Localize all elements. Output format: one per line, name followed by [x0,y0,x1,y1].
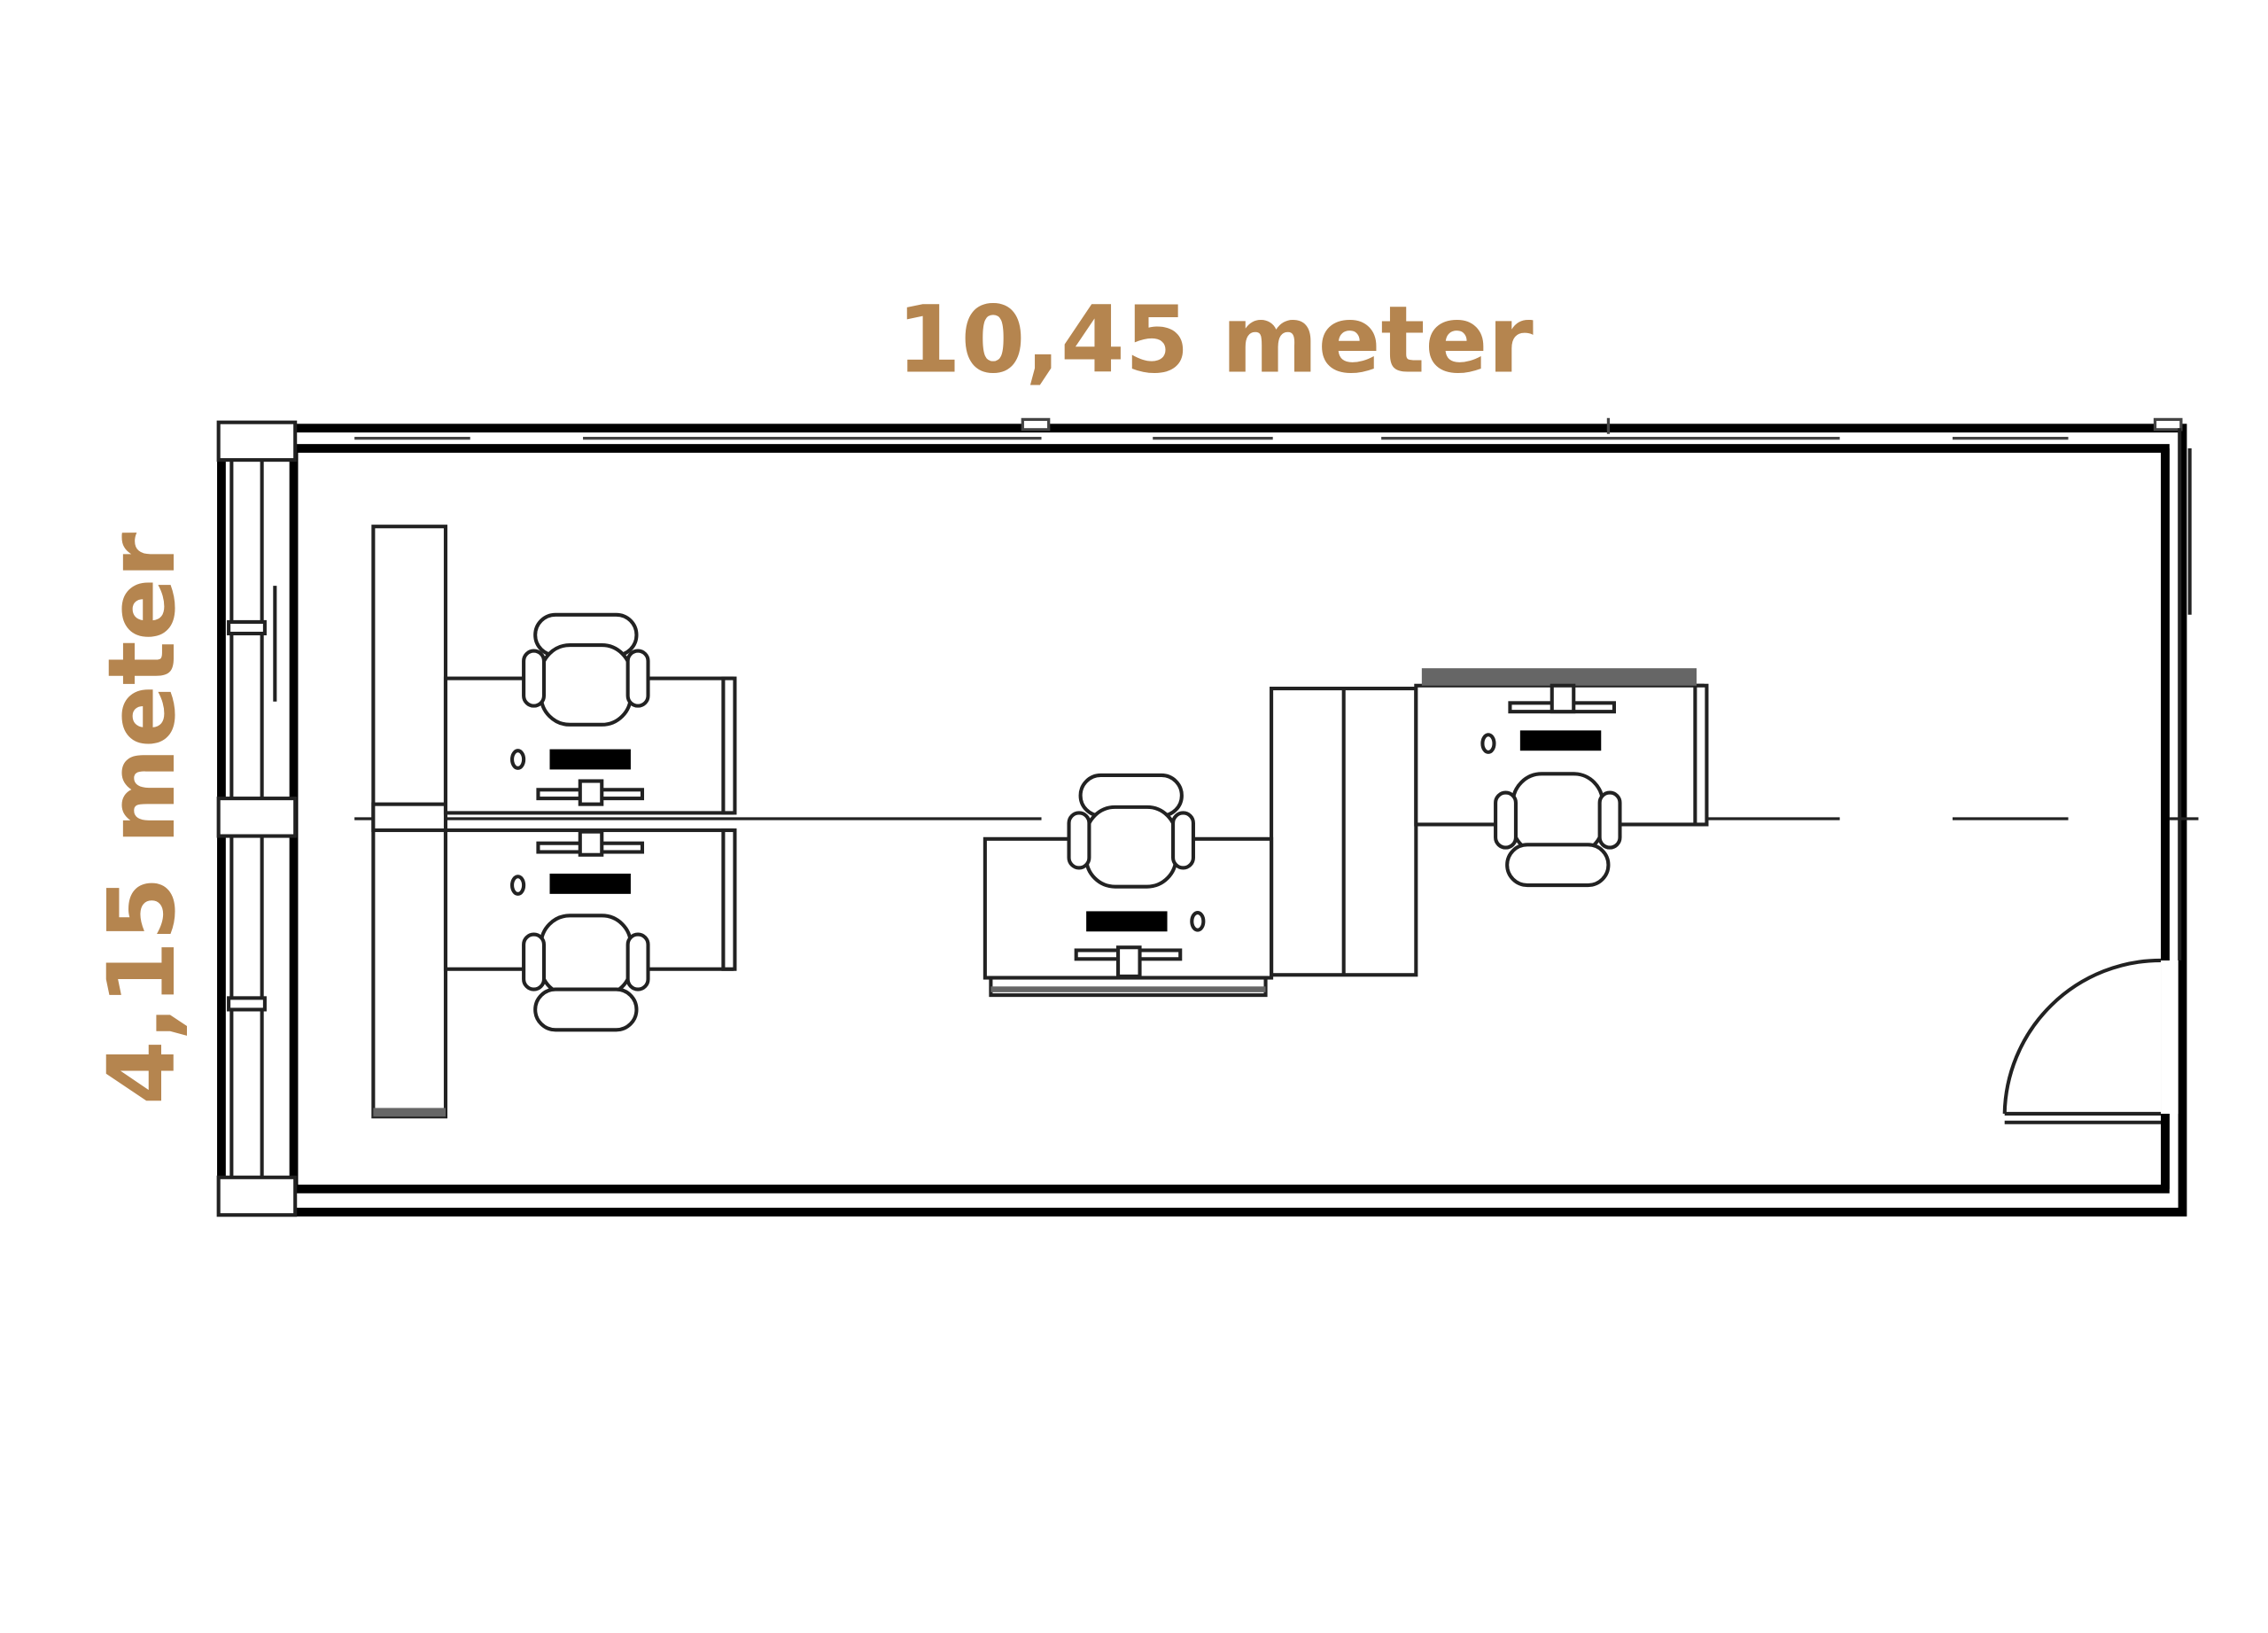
keyboard [1519,730,1602,751]
desk-center [983,773,1274,998]
desk-west-upper [443,612,737,815]
width-dimension-label: 10,45 meter [897,286,1534,394]
desk-west-lower [443,828,737,1032]
keyboard [549,749,631,770]
mouse [1480,733,1496,754]
storage-cabinet-center [1270,686,1418,977]
window-facade-left [216,420,298,1217]
office-chair [1494,772,1622,888]
keyboard [549,873,631,894]
office-chair [522,612,650,727]
storage-cabinet-west [371,525,448,1119]
office-chair [1067,773,1195,889]
office-chair [522,914,650,1032]
room-walls [217,417,2187,1217]
mouse [1190,911,1206,932]
entrance-door [2002,428,2192,1189]
mouse [510,749,526,770]
depth-dimension-label: 4,15 meter [88,532,196,1105]
desk-east [1414,668,1709,888]
keyboard [1086,911,1168,932]
mouse [510,875,526,896]
